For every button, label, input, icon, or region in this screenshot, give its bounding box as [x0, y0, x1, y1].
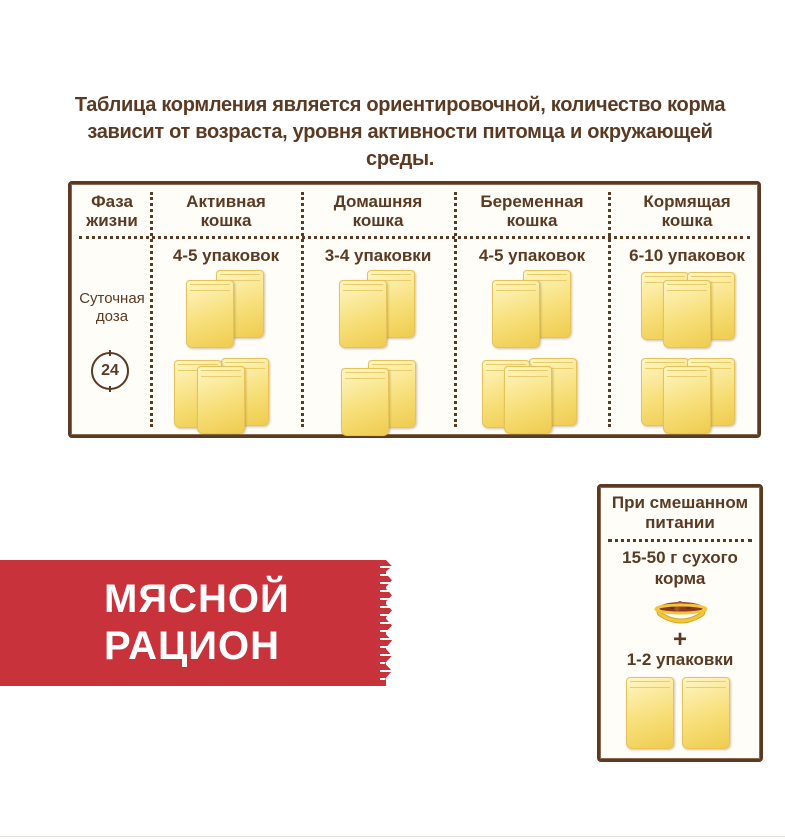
- quantity-nursing: 6-10 упаковок: [629, 246, 745, 265]
- feeding-table-note: Таблица кормления является ориентировочн…: [74, 94, 726, 170]
- banner-text: МЯСНОЙ РАЦИОН: [104, 576, 290, 670]
- packs-amount: 1-2 упаковки: [626, 650, 734, 669]
- pouch-icon: [186, 280, 234, 348]
- plus-sign: +: [672, 626, 687, 653]
- meat-diet-banner: МЯСНОЙ РАЦИОН: [0, 560, 386, 686]
- banner-line-2: РАЦИОН: [104, 624, 281, 668]
- dry-food-amount: 15-50 г сухого корма: [622, 548, 738, 588]
- banner-line-1: МЯСНОЙ: [104, 577, 290, 621]
- column-divider: [301, 192, 304, 427]
- pouch-icon: [663, 366, 711, 434]
- pouch-icon: [663, 280, 711, 348]
- header-nursing-cat: Кормящая кошка: [643, 192, 731, 230]
- clock-24-icon: 24: [91, 350, 129, 392]
- bottom-divider: [0, 836, 785, 837]
- column-divider: [608, 192, 611, 427]
- pouch-icon: [682, 677, 730, 749]
- mixed-feeding-title: При смешанном питании: [611, 493, 749, 532]
- pouch-icon: [504, 366, 552, 434]
- pouch-icon: [339, 280, 387, 348]
- header-divider: [79, 236, 750, 239]
- header-active-cat: Активная кошка: [186, 192, 266, 230]
- pouch-icon: [197, 366, 245, 434]
- column-divider: [150, 192, 153, 427]
- mixed-divider: [608, 539, 752, 542]
- food-bowl-icon: [654, 601, 708, 624]
- quantity-active: 4-5 упаковок: [172, 246, 280, 265]
- quantity-pregnant: 4-5 упаковок: [478, 246, 586, 265]
- feeding-table: Фаза жизни Активная кошка Домашняя кошка…: [68, 181, 761, 438]
- clock-label: 24: [101, 362, 119, 379]
- column-divider: [454, 192, 457, 427]
- header-pregnant-cat: Беременная кошка: [480, 192, 584, 230]
- row-label-daily-dose: Суточная доза: [79, 290, 145, 325]
- mixed-feeding-box: При смешанном питании 15-50 г сухого кор…: [597, 484, 763, 762]
- pouch-icon: [492, 280, 540, 348]
- quantity-home: 3-4 упаковки: [324, 246, 432, 265]
- header-home-cat: Домашняя кошка: [333, 192, 423, 230]
- pouch-icon: [626, 677, 674, 749]
- pouch-icon: [341, 368, 389, 436]
- header-phase: Фаза жизни: [86, 192, 138, 230]
